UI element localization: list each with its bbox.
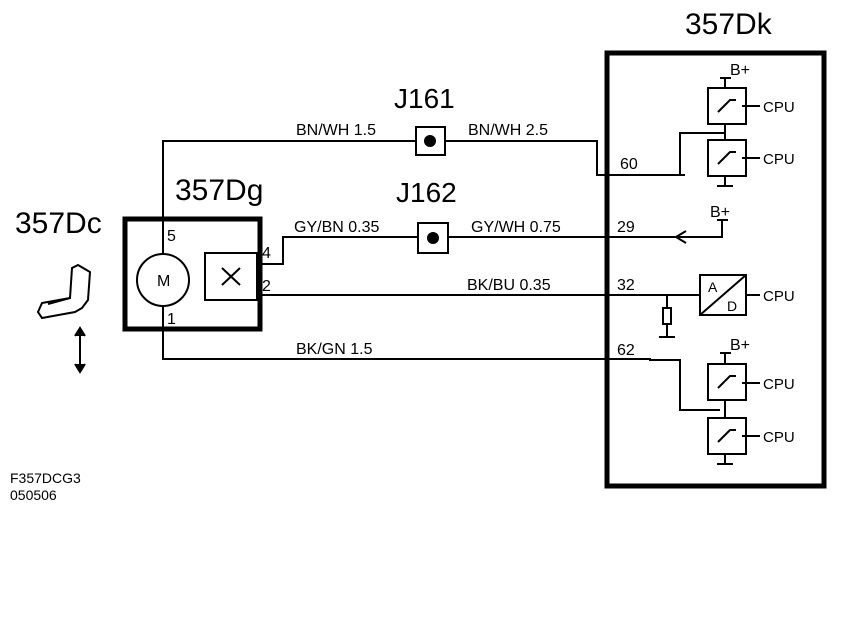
pin-5: 5 [167, 228, 176, 245]
svg-text:CPU: CPU [763, 429, 795, 446]
wire-bk-gn [162, 306, 720, 411]
pin-62: 62 [617, 342, 635, 359]
svg-text:B+: B+ [730, 337, 750, 354]
seat-unit-box [122, 216, 263, 332]
pin-4: 4 [262, 245, 271, 262]
pin-1: 1 [167, 311, 176, 328]
svg-text:CPU: CPU [763, 151, 795, 168]
svg-text:B+: B+ [730, 62, 750, 79]
wire-label-3: BK/BU 0.35 [467, 277, 551, 294]
control-unit-label: 357Dk [685, 8, 773, 41]
pin-29: 29 [617, 219, 635, 236]
pin-32: 32 [617, 277, 635, 294]
wire-bn-wh [162, 140, 415, 254]
pullup-29: B+ [674, 204, 730, 244]
wire-label-2-left: GY/BN 0.35 [294, 219, 379, 236]
motor-label: M [157, 273, 170, 290]
seat-label: 357Dc [15, 207, 102, 240]
seat-unit-label: 357Dg [175, 174, 263, 207]
diagram-code: F357DCG3 [10, 470, 81, 486]
wire-label-2-right: GY/WH 0.75 [471, 219, 561, 236]
svg-text:B+: B+ [710, 204, 730, 221]
seat-icon [36, 263, 92, 374]
pin-2: 2 [262, 278, 271, 295]
wire-label-1-left: BN/WH 1.5 [296, 122, 376, 139]
svg-text:CPU: CPU [763, 99, 795, 116]
lower-switch-pair: B+ CPU CPU [707, 337, 795, 465]
j162-label: J162 [396, 177, 457, 208]
svg-text:A: A [708, 279, 718, 295]
wire-label-4: BK/GN 1.5 [296, 341, 373, 358]
pin-60: 60 [620, 156, 638, 173]
svg-text:CPU: CPU [763, 376, 795, 393]
wire-label-1-right: BN/WH 2.5 [468, 122, 548, 139]
adc-block: A D CPU [659, 274, 795, 338]
svg-text:D: D [727, 298, 737, 314]
j161-label: J161 [394, 83, 455, 114]
diagram-date: 050506 [10, 487, 57, 503]
control-unit-box [604, 50, 827, 489]
svg-text:CPU: CPU [763, 288, 795, 305]
wire-gy [257, 236, 418, 265]
upper-switch-pair: B+ CPU CPU [679, 62, 795, 187]
